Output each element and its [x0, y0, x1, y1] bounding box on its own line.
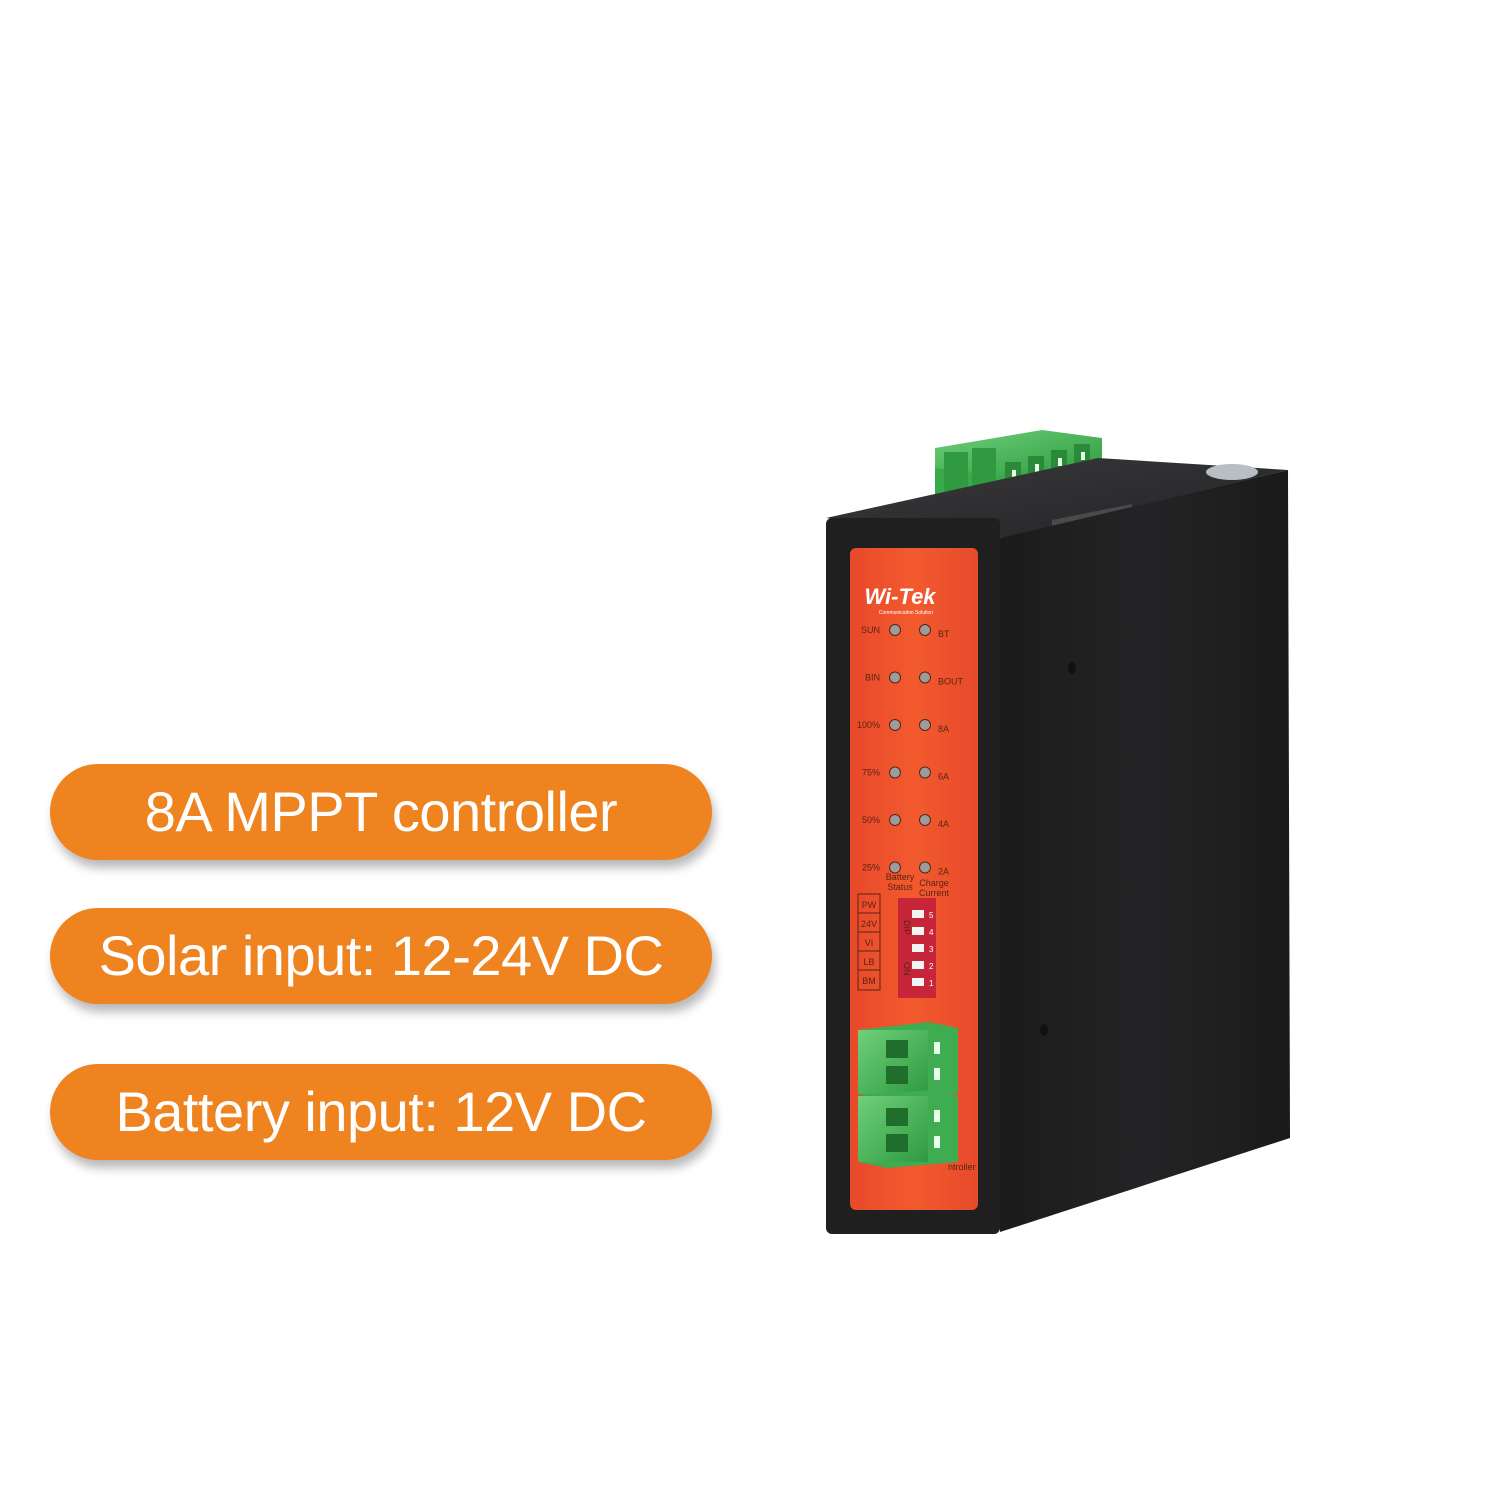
feature-pill-solar-input: Solar input: 12-24V DC: [50, 908, 712, 1004]
led-label-right: BT: [938, 629, 950, 639]
led-indicator-right: [919, 861, 931, 874]
battery-status-label: Status: [887, 882, 913, 892]
led-indicator-right: [919, 624, 931, 636]
battery-status-label: Battery: [886, 872, 915, 882]
battery-terminal-block: [858, 1022, 958, 1100]
led-label-left: 75%: [862, 768, 880, 778]
solar-terminal-block: [858, 1090, 958, 1168]
dip-on-label: ON: [902, 962, 912, 976]
dip-label-box: PW 24V VI LB BM: [857, 893, 881, 991]
led-indicator-left: [889, 624, 901, 636]
led-indicator-right: [919, 766, 931, 779]
led-indicator-grid: SUN BT BIN BOUT 100% 8A 75% 6A 50% 4A 25% 2A: [857, 624, 964, 877]
led-label-right: 8A: [938, 724, 949, 734]
panel-footer-text: ntroller: [948, 1162, 976, 1172]
led-indicator-left: [889, 719, 901, 731]
dip-label: BM: [862, 976, 876, 986]
led-label-right: 4A: [938, 819, 949, 829]
dip-number: 1: [929, 979, 934, 988]
led-indicator-left: [889, 671, 901, 684]
feature-label: Battery input: 12V DC: [115, 1080, 647, 1143]
led-indicator-right: [919, 671, 931, 684]
led-label-right: 2A: [938, 867, 949, 877]
brand-logo: Wi-Tek: [864, 584, 937, 609]
dip-header: DIP: [902, 920, 912, 935]
led-label-left: 100%: [857, 720, 880, 730]
feature-pill-mppt: 8A MPPT controller: [50, 764, 712, 860]
dip-lever[interactable]: [912, 910, 924, 918]
dip-number: 5: [929, 911, 934, 920]
dip-label: PW: [862, 900, 877, 910]
dip-number: 2: [929, 962, 934, 971]
dip-lever[interactable]: [912, 927, 924, 935]
brand-tagline: Communication Solution: [879, 610, 933, 616]
charge-current-label: Charge: [919, 878, 949, 888]
charge-current-label: Current: [919, 888, 950, 898]
feature-label: 8A MPPT controller: [144, 780, 618, 843]
dip-switch[interactable]: DIP ON 5 4 3 2 1: [898, 898, 936, 998]
dip-number: 4: [929, 928, 934, 937]
led-label-left: BIN: [865, 673, 880, 683]
feature-pill-battery-input: Battery input: 12V DC: [50, 1064, 712, 1160]
led-label-left: 25%: [862, 863, 880, 873]
feature-label: Solar input: 12-24V DC: [98, 924, 664, 987]
dip-number: 3: [929, 945, 934, 954]
dip-label: 24V: [861, 919, 877, 929]
dip-label: VI: [865, 938, 874, 948]
housing-side-face: [1000, 470, 1290, 1232]
led-indicator-left: [889, 861, 901, 874]
led-indicator-left: [889, 766, 901, 779]
led-indicator-right: [919, 814, 931, 826]
dip-lever[interactable]: [912, 961, 924, 969]
led-indicator-right: [919, 719, 931, 731]
dip-label: LB: [863, 957, 874, 967]
dip-lever[interactable]: [912, 978, 924, 986]
led-label-right: BOUT: [938, 677, 964, 687]
led-label-right: 6A: [938, 772, 949, 782]
led-label-left: SUN: [861, 625, 880, 635]
dip-lever[interactable]: [912, 944, 924, 952]
led-indicator-left: [889, 814, 901, 826]
led-label-left: 50%: [862, 815, 880, 825]
